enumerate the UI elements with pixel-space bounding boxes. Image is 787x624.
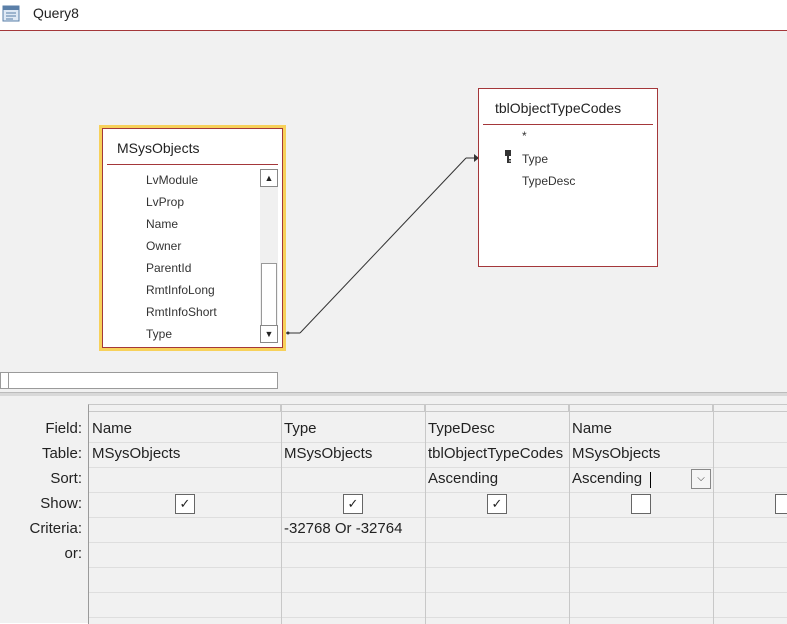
scroll-thumb[interactable] xyxy=(261,263,277,327)
table-msysobjects[interactable]: MSysObjects LvModule LvProp Name Owner P… xyxy=(99,125,286,351)
row-divider xyxy=(89,617,787,618)
row-label-show: Show: xyxy=(40,495,82,512)
row-label-table: Table: xyxy=(41,445,82,462)
row-divider xyxy=(89,442,787,443)
text-cursor xyxy=(650,472,651,488)
pane-splitter[interactable] xyxy=(0,392,787,397)
checkmark-icon: ✓ xyxy=(491,496,503,511)
design-pane-hscroll-area xyxy=(0,370,787,392)
document-tab[interactable]: Query8 xyxy=(0,0,787,31)
show-checkbox[interactable]: ✓ xyxy=(343,494,363,514)
criteria-cell[interactable]: -32768 Or -32764 xyxy=(284,520,403,537)
checkmark-icon: ✓ xyxy=(179,496,191,511)
table-title: tblObjectTypeCodes xyxy=(495,100,622,116)
column-selector[interactable] xyxy=(713,405,787,412)
row-label-field: Field: xyxy=(45,420,82,437)
show-checkbox[interactable] xyxy=(631,494,651,514)
document-title: Query8 xyxy=(33,5,79,21)
field-item[interactable]: Name xyxy=(146,217,179,231)
sort-cell[interactable]: Ascending xyxy=(428,470,499,487)
title-divider xyxy=(107,164,278,165)
sort-dropdown-icon[interactable]: ⌵ xyxy=(691,469,711,489)
row-divider xyxy=(89,567,787,568)
query-grid-pane[interactable]: Field: Table: Sort: Show: Criteria: or: … xyxy=(0,396,787,624)
checkmark-icon: ✓ xyxy=(347,496,359,511)
row-label-or: or: xyxy=(64,545,82,562)
field-cell[interactable]: Name xyxy=(572,420,613,437)
column-divider xyxy=(425,405,426,624)
design-grid[interactable]: Name MSysObjects ✓ Type MSysObjects ✓ -3… xyxy=(88,404,787,624)
scroll-up-icon[interactable]: ▲ xyxy=(260,169,278,187)
scroll-down-icon[interactable]: ▼ xyxy=(260,325,278,343)
field-item[interactable]: RmtInfoShort xyxy=(146,305,217,319)
field-item[interactable]: LvProp xyxy=(146,195,185,209)
sort-cell[interactable]: Ascending xyxy=(572,470,643,487)
field-item[interactable]: Type xyxy=(522,152,549,166)
row-divider xyxy=(89,592,787,593)
column-divider xyxy=(569,405,570,624)
field-cell[interactable]: TypeDesc xyxy=(428,420,495,437)
column-selector[interactable] xyxy=(89,405,281,412)
field-item-all[interactable]: * xyxy=(522,129,527,143)
title-divider xyxy=(483,124,653,125)
table-cell[interactable]: MSysObjects xyxy=(92,445,181,462)
query-design-icon xyxy=(2,5,20,22)
row-divider xyxy=(89,492,787,493)
primary-key-icon xyxy=(505,150,511,163)
show-checkbox[interactable]: ✓ xyxy=(487,494,507,514)
join-line[interactable] xyxy=(0,31,787,370)
row-divider xyxy=(89,542,787,543)
show-checkbox[interactable]: ✓ xyxy=(175,494,195,514)
table-tblobjecttypecodes[interactable]: tblObjectTypeCodes * Type TypeDesc xyxy=(478,88,658,267)
field-list-scrollbar[interactable]: ▲ ▼ xyxy=(260,169,278,343)
field-item[interactable]: ParentId xyxy=(146,261,192,275)
table-cell[interactable]: tblObjectTypeCodes xyxy=(428,445,564,462)
design-pane-hscrollbar[interactable] xyxy=(8,372,278,389)
column-divider xyxy=(281,405,282,624)
field-item[interactable]: LvModule xyxy=(146,173,199,187)
field-item[interactable]: Type xyxy=(146,327,173,341)
row-label-criteria: Criteria: xyxy=(29,520,82,537)
column-selector[interactable] xyxy=(281,405,425,412)
row-divider xyxy=(89,467,787,468)
column-selector[interactable] xyxy=(425,405,569,412)
row-label-sort: Sort: xyxy=(50,470,82,487)
scroll-left-edge[interactable] xyxy=(0,372,8,389)
field-cell[interactable]: Type xyxy=(284,420,317,437)
show-checkbox[interactable] xyxy=(775,494,787,514)
column-selector[interactable] xyxy=(569,405,713,412)
row-divider xyxy=(89,517,787,518)
table-design-pane[interactable]: MSysObjects LvModule LvProp Name Owner P… xyxy=(0,31,787,370)
field-cell[interactable]: Name xyxy=(92,420,133,437)
field-item[interactable]: RmtInfoLong xyxy=(146,283,215,297)
column-divider xyxy=(713,405,714,624)
field-item[interactable]: TypeDesc xyxy=(522,174,576,188)
field-item[interactable]: Owner xyxy=(146,239,182,253)
table-cell[interactable]: MSysObjects xyxy=(284,445,373,462)
table-title: MSysObjects xyxy=(117,140,200,156)
table-cell[interactable]: MSysObjects xyxy=(572,445,661,462)
